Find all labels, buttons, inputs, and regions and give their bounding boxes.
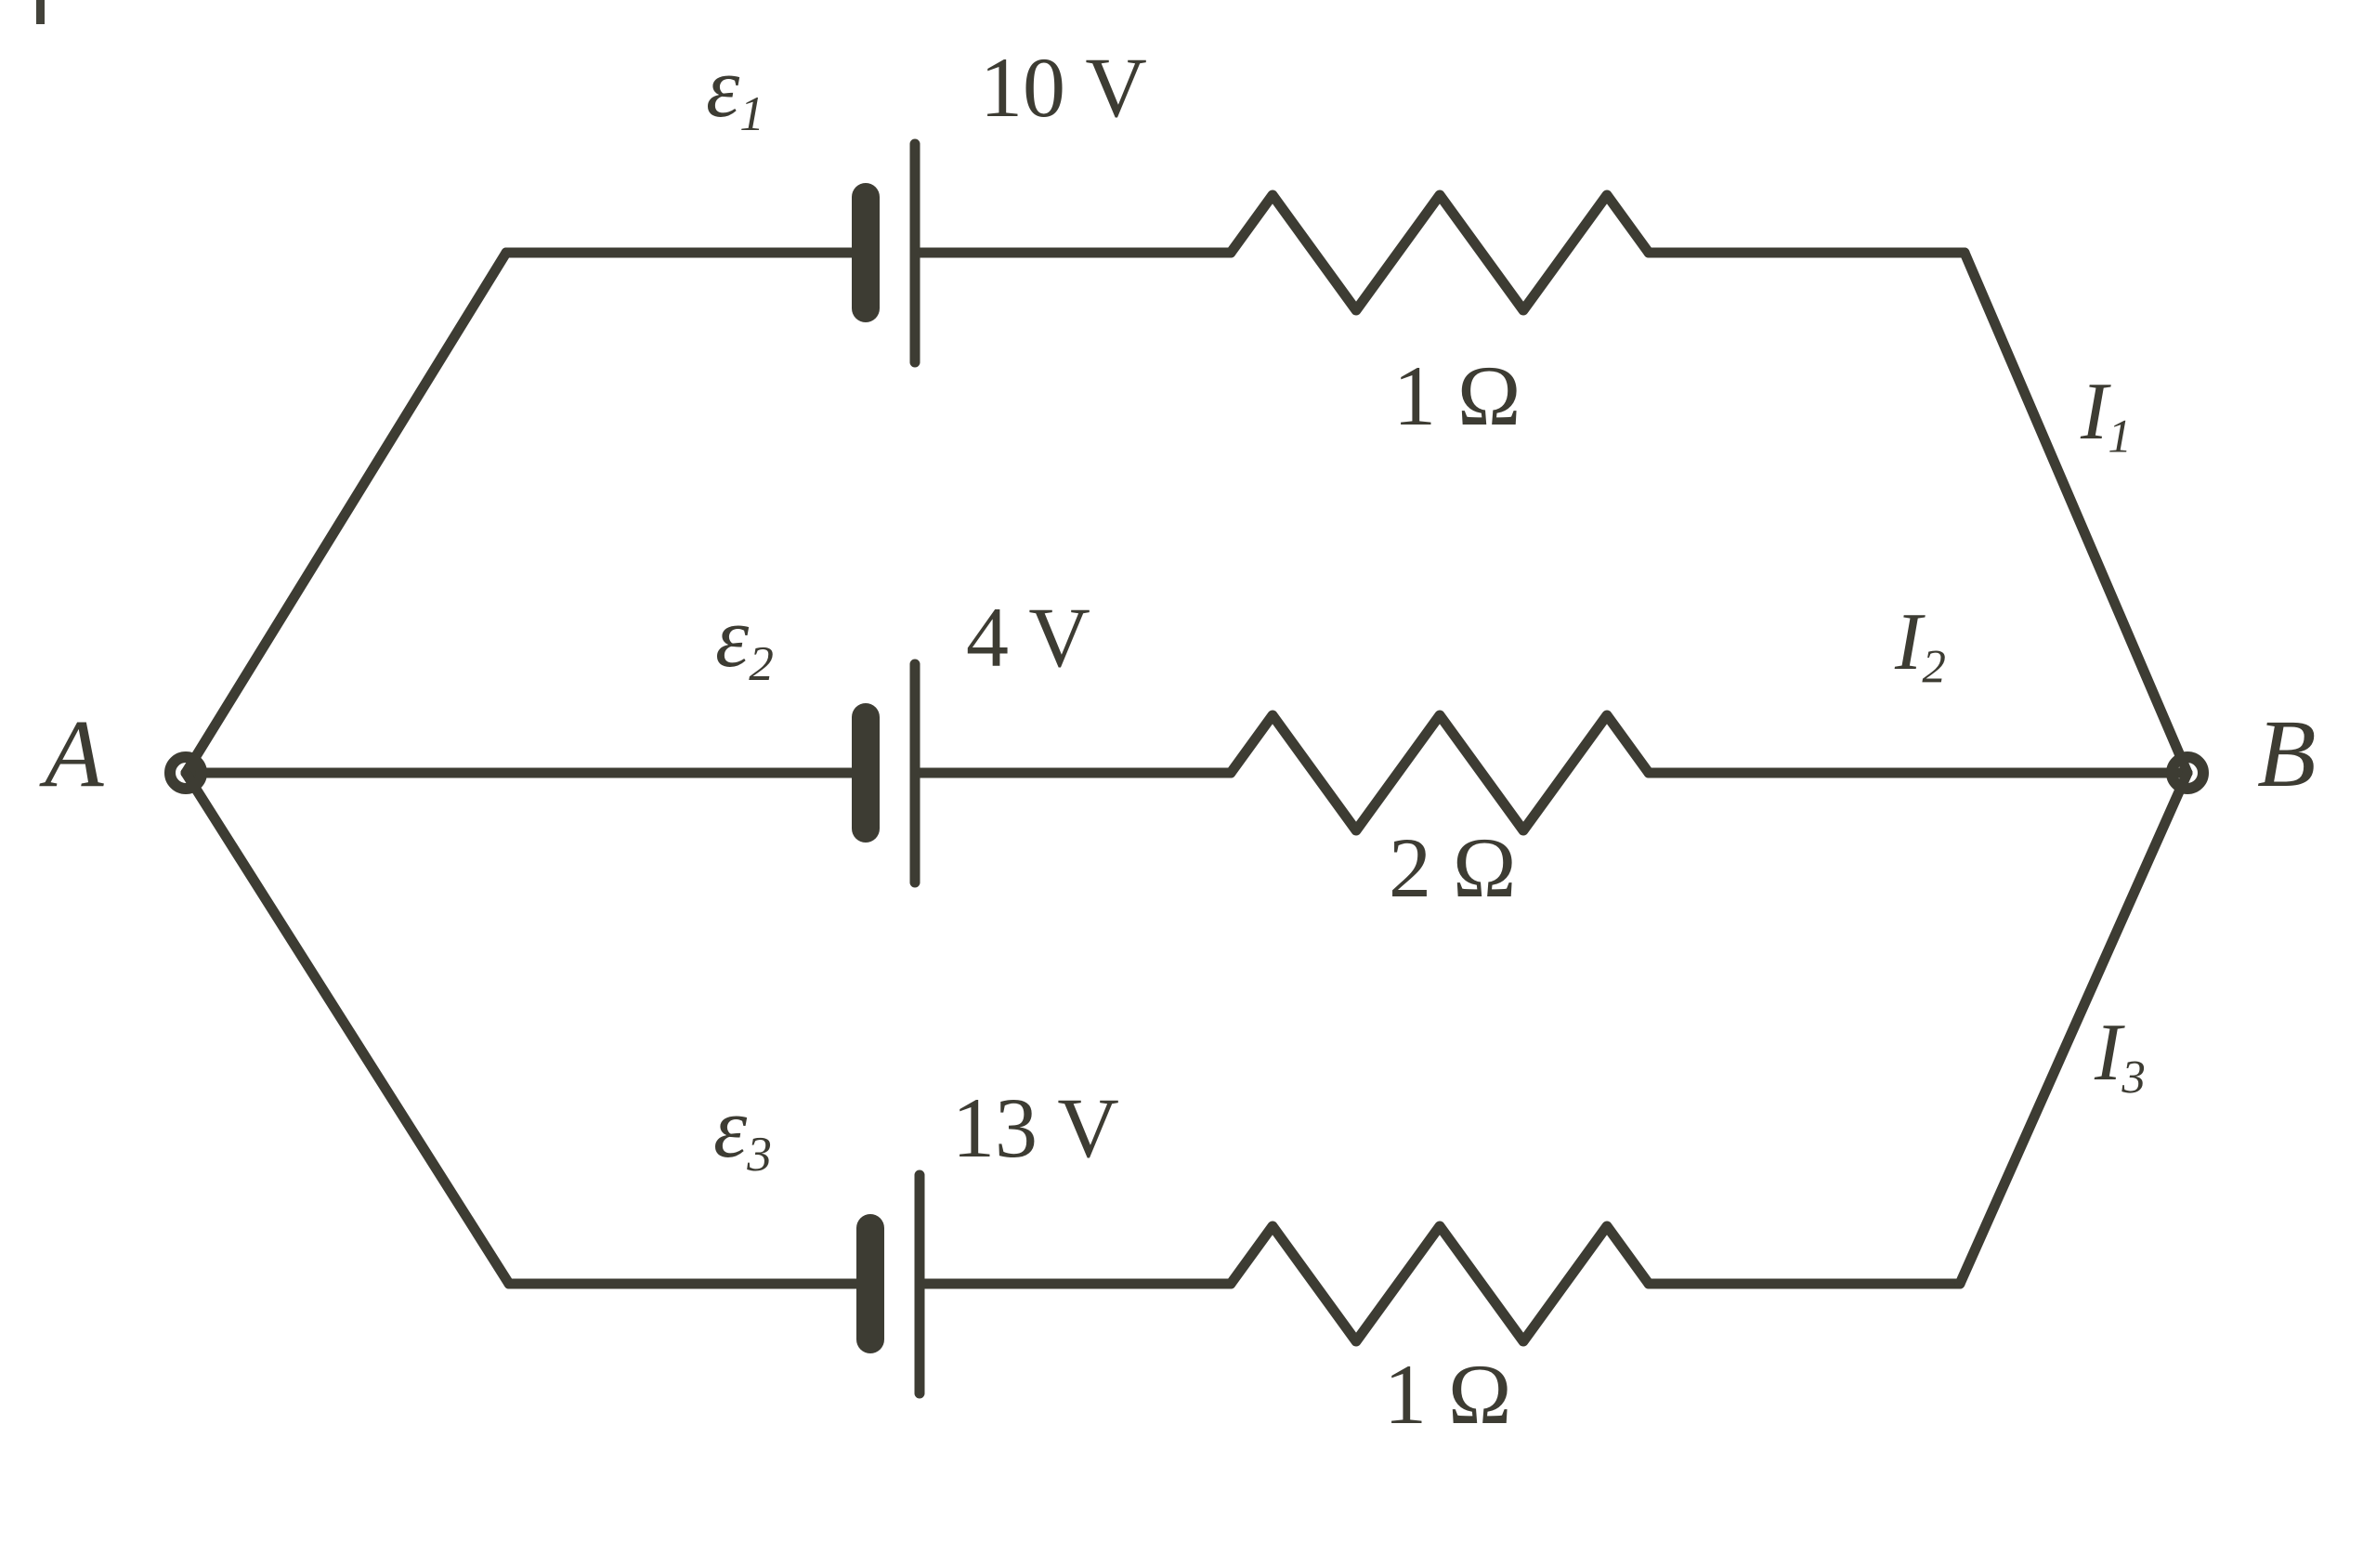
current-label-3-symbol: I [2095,1008,2122,1098]
emf-label-2: ε2 [715,595,774,688]
wire-top-to-b [1959,247,2193,778]
emf-label-2-symbol: ε [715,590,750,685]
emf-label-1-subscript: 1 [739,85,764,141]
scan-artifact-speck [36,0,45,24]
wire-bottom-to-b [1954,767,2193,1289]
current-label-2-subscript: 2 [1922,641,1946,694]
current-label-2-symbol: I [1895,597,1923,687]
resistance-label-2: 2 Ω [1389,820,1517,915]
current-label-1-subscript: 1 [2108,411,2132,464]
emf-value-1: 10 V [980,40,1147,135]
junction-dot-a [164,751,207,794]
current-label-1-symbol: I [2081,367,2108,457]
emf-label-2-subscript: 2 [749,634,774,691]
current-label-2: I2 [1895,602,1946,691]
emf-value-2: 4 V [966,590,1090,685]
wire-a-to-top-branch [180,247,512,778]
emf-label-3: ε3 [713,1085,772,1179]
wire-a-to-bottom-branch [180,767,515,1289]
emf-label-1-symbol: ε [706,40,740,135]
resistor-bottom-1ohm [1225,1221,1654,1347]
node-label-b: B [2257,700,2317,807]
emf-value-3: 13 V [952,1080,1119,1175]
emf-label-3-subscript: 3 [747,1125,772,1182]
current-label-3-subscript: 3 [2121,1052,2146,1104]
node-label-a: A [45,700,104,807]
current-label-1: I1 [2081,372,2132,461]
current-label-3: I3 [2095,1013,2146,1102]
emf-label-1: ε1 [706,45,764,138]
emf-label-3-symbol: ε [713,1080,748,1175]
resistor-top-1ohm [1225,189,1654,316]
resistance-label-1: 1 Ω [1393,348,1521,443]
resistance-label-3: 1 Ω [1384,1347,1512,1442]
junction-dot-b [2166,751,2209,794]
resistor-middle-2ohm [1225,710,1654,836]
